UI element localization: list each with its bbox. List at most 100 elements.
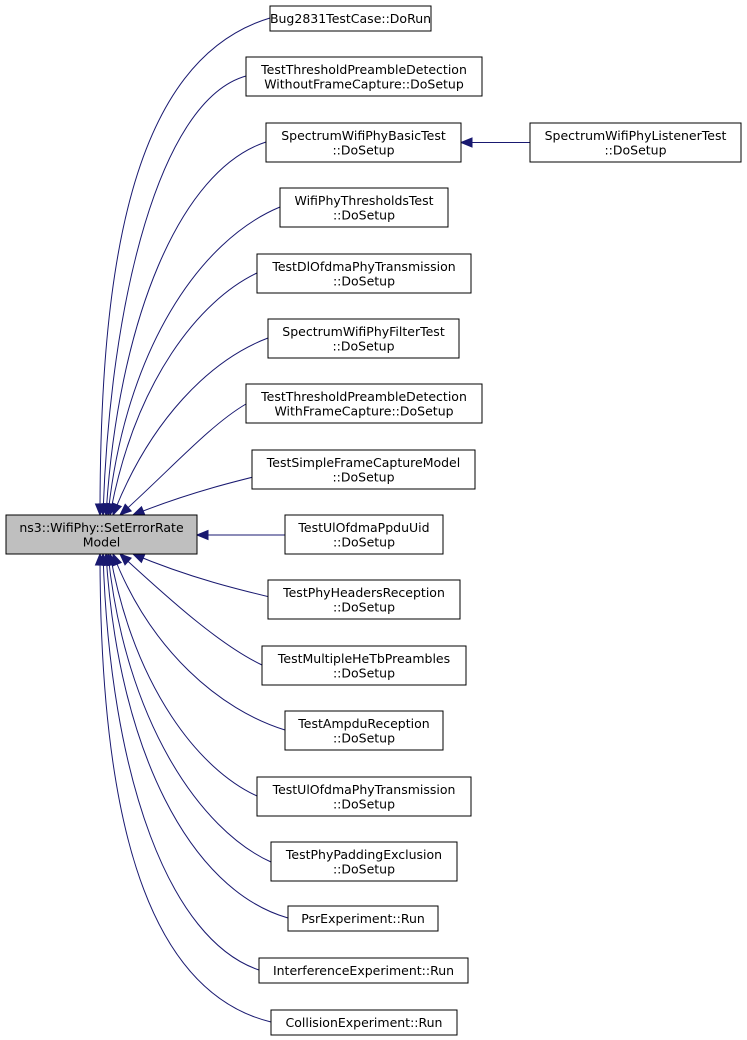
caller-node-ul-ofdma-phy[interactable]: TestUlOfdmaPhyTransmission::DoSetup xyxy=(256,776,472,817)
node-box xyxy=(256,776,472,817)
edge-thresholds-test-to-root-line xyxy=(107,206,281,516)
edge-spectrum-filter-to-root-line xyxy=(112,337,269,516)
node-label-line: PsrExperiment::Run xyxy=(301,911,425,926)
edge-ul-ofdma-phy-to-root xyxy=(106,552,258,797)
node-label-line: ::DoSetup xyxy=(333,861,395,876)
edge-ampdu-reception-to-root-line xyxy=(112,553,286,731)
node-label-line: WithFrameCapture::DoSetup xyxy=(274,403,453,418)
edge-simple-frame-capture-to-root-arrowhead-icon xyxy=(131,505,146,516)
edge-interference-to-root xyxy=(98,552,260,971)
edge-threshold-with-capture-to-root-line xyxy=(119,403,247,516)
caller-node-ul-ofdma-ppdu-uid[interactable]: TestUlOfdmaPpduUid::DoSetup xyxy=(284,514,444,555)
node-label-line: InterferenceExperiment::Run xyxy=(273,963,454,978)
node-box xyxy=(5,514,198,555)
node-label-line: ::DoSetup xyxy=(333,796,395,811)
edge-phy-headers-to-root-line xyxy=(132,553,283,601)
caller-node-spectrum-basic[interactable]: SpectrumWifiPhyBasicTest::DoSetup xyxy=(265,122,462,163)
node-label-line: WifiPhyThresholdsTest xyxy=(294,193,433,208)
edge-multiple-he-tb-to-root-line xyxy=(119,553,263,666)
edge-psr-to-root xyxy=(101,552,289,919)
node-label-line: ::DoSetup xyxy=(333,207,395,222)
edge-dl-ofdma-to-root-line xyxy=(109,272,258,516)
edge-layer xyxy=(94,17,530,1023)
caller-node-spectrum-listener[interactable]: SpectrumWifiPhyListenerTest::DoSetup xyxy=(529,122,742,163)
node-box xyxy=(284,710,444,751)
node-label-line: TestUlOfdmaPhyTransmission xyxy=(272,782,456,797)
node-box xyxy=(270,841,458,882)
edge-spectrum-filter-to-root-arrowhead-icon xyxy=(112,502,123,517)
caller-node-multiple-he-tb[interactable]: TestMultipleHeTbPreambles::DoSetup xyxy=(261,645,467,686)
edge-padding-exclusion-to-root-line xyxy=(107,553,272,863)
node-label-line: TestMultipleHeTbPreambles xyxy=(277,651,450,666)
edge-psr-to-root-line xyxy=(105,553,289,919)
node-label-line: ::DoSetup xyxy=(604,142,666,157)
node-label-line: TestDlOfdmaPhyTransmission xyxy=(271,259,455,274)
node-label-line: ::DoSetup xyxy=(332,469,394,484)
node-label-line: TestPhyHeadersReception xyxy=(282,585,445,600)
node-label-line: TestSimpleFrameCaptureModel xyxy=(266,455,460,470)
node-label-line: CollisionExperiment::Run xyxy=(286,1015,443,1030)
node-label-line: SpectrumWifiPhyListenerTest xyxy=(545,128,727,143)
node-box xyxy=(245,383,483,424)
edge-threshold-without-capture-to-root-line xyxy=(102,75,247,516)
node-box xyxy=(267,318,460,359)
edge-threshold-with-capture-to-root xyxy=(119,403,247,516)
caller-node-ampdu-reception[interactable]: TestAmpduReception::DoSetup xyxy=(284,710,444,751)
node-box xyxy=(261,645,467,686)
node-label-line: TestPhyPaddingExclusion xyxy=(285,847,442,862)
node-box xyxy=(265,122,462,163)
caller-node-threshold-without-capture[interactable]: TestThresholdPreambleDetectionWithoutFra… xyxy=(245,56,483,97)
node-label-line: ::DoSetup xyxy=(332,338,394,353)
node-box xyxy=(279,187,449,228)
node-box xyxy=(287,905,439,932)
node-label-line: ::DoSetup xyxy=(333,665,395,680)
edge-threshold-with-capture-to-root-arrowhead-icon xyxy=(119,503,133,516)
edge-threshold-without-capture-to-root xyxy=(98,75,247,517)
caller-node-interference[interactable]: InterferenceExperiment::Run xyxy=(258,957,469,984)
edge-ul-ofdma-ppdu-uid-to-root-arrowhead-icon xyxy=(195,529,209,541)
node-box xyxy=(269,5,432,32)
edge-ul-ofdma-phy-to-root-line xyxy=(109,553,258,797)
node-box xyxy=(256,253,472,294)
node-label-line: ::DoSetup xyxy=(333,730,395,745)
node-box xyxy=(284,514,444,555)
node-label-line: TestThresholdPreambleDetection xyxy=(260,389,467,404)
node-label-line: SpectrumWifiPhyFilterTest xyxy=(282,324,445,339)
edge-spectrum-listener-to-spectrum-basic xyxy=(459,137,530,148)
edge-dl-ofdma-to-root xyxy=(106,272,258,517)
node-label-line: TestUlOfdmaPpduUid xyxy=(297,520,429,535)
node-label-line: ::DoSetup xyxy=(333,599,395,614)
edge-spectrum-basic-to-root xyxy=(101,141,267,517)
caller-node-spectrum-filter[interactable]: SpectrumWifiPhyFilterTest::DoSetup xyxy=(267,318,460,359)
node-label-line: WithoutFrameCapture::DoSetup xyxy=(264,76,464,91)
node-label-line: ::DoSetup xyxy=(332,142,394,157)
caller-node-collision[interactable]: CollisionExperiment::Run xyxy=(270,1009,458,1036)
node-label-line: SpectrumWifiPhyBasicTest xyxy=(281,128,446,143)
caller-node-threshold-with-capture[interactable]: TestThresholdPreambleDetectionWithFrameC… xyxy=(245,383,483,424)
node-label-line: ns3::WifiPhy::SetErrorRate xyxy=(19,520,184,535)
edge-interference-to-root-line xyxy=(102,553,260,971)
node-box xyxy=(258,957,469,984)
caller-node-padding-exclusion[interactable]: TestPhyPaddingExclusion::DoSetup xyxy=(270,841,458,882)
caller-node-psr[interactable]: PsrExperiment::Run xyxy=(287,905,439,932)
caller-node-simple-frame-capture[interactable]: TestSimpleFrameCaptureModel::DoSetup xyxy=(251,449,476,490)
edge-phy-headers-to-root xyxy=(131,553,283,601)
edge-multiple-he-tb-to-root-arrowhead-icon xyxy=(119,553,132,566)
node-box xyxy=(270,1009,458,1036)
edge-padding-exclusion-to-root xyxy=(103,552,272,863)
caller-node-bug2831[interactable]: Bug2831TestCase::DoRun xyxy=(269,5,432,32)
edge-spectrum-listener-to-spectrum-basic-arrowhead-icon xyxy=(459,137,473,148)
edge-bug2831-to-root-line xyxy=(99,17,271,516)
node-box xyxy=(245,56,483,97)
caller-node-phy-headers[interactable]: TestPhyHeadersReception::DoSetup xyxy=(267,579,461,620)
node-label-line: TestAmpduReception xyxy=(297,716,429,731)
edge-bug2831-to-root xyxy=(94,17,271,517)
node-label-line: Model xyxy=(83,534,121,549)
caller-node-thresholds-test[interactable]: WifiPhyThresholdsTest::DoSetup xyxy=(279,187,449,228)
node-label-line: ::DoSetup xyxy=(333,534,395,549)
caller-node-dl-ofdma[interactable]: TestDlOfdmaPhyTransmission::DoSetup xyxy=(256,253,472,294)
edge-spectrum-basic-to-root-line xyxy=(105,141,267,516)
edge-collision-to-root xyxy=(94,552,272,1023)
